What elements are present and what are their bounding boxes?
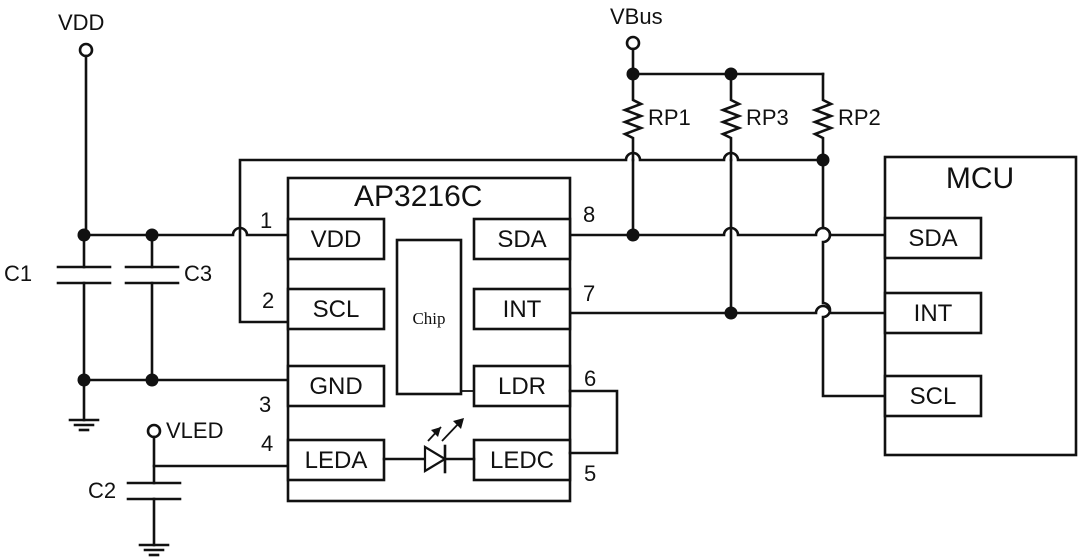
mcu-pin-int-label: INT bbox=[914, 300, 953, 327]
capacitor-c3-label: C3 bbox=[184, 261, 212, 286]
mcu-pin-scl-label: SCL bbox=[910, 383, 957, 410]
resistor-rp3-label: RP3 bbox=[746, 105, 789, 130]
mcu: MCU SDA INT SCL bbox=[883, 155, 1078, 457]
pin-ldr bbox=[472, 364, 572, 408]
ldr-ledc-loop bbox=[568, 389, 619, 455]
pin-int-label: INT bbox=[503, 296, 542, 323]
ap3216c-ic: AP3216C VDD SCL GND LEDA SDA INT LDR LED… bbox=[259, 176, 596, 503]
ic-title: AP3216C bbox=[354, 180, 482, 213]
resistor-rp2-label: RP2 bbox=[838, 105, 881, 130]
vdd-label: VDD bbox=[58, 10, 104, 35]
pin-number-6: 6 bbox=[584, 366, 596, 391]
pin-sda-label: SDA bbox=[497, 226, 546, 253]
decoupling-network: C1 C3 bbox=[4, 226, 290, 432]
pin-ledc bbox=[472, 438, 572, 482]
chip-core-label: Chip bbox=[412, 309, 445, 328]
mcu-pin-int bbox=[883, 291, 983, 335]
resistor-rp1-label: RP1 bbox=[648, 105, 691, 130]
vbus-terminal bbox=[625, 35, 641, 51]
pin-vdd bbox=[286, 217, 386, 261]
capacitor-c1-label: C1 bbox=[4, 261, 32, 286]
pin-number-1: 1 bbox=[260, 208, 272, 233]
pin-number-2: 2 bbox=[262, 288, 274, 313]
pin-ledc-label: LEDC bbox=[490, 447, 554, 474]
mcu-pin-scl bbox=[883, 374, 983, 418]
mcu-pin-sda bbox=[883, 216, 983, 260]
emission-arrows-icon bbox=[427, 418, 464, 442]
sda-net bbox=[568, 158, 887, 242]
resistor-rp3 bbox=[719, 72, 743, 162]
pin-number-7: 7 bbox=[583, 281, 595, 306]
ir-led bbox=[382, 418, 476, 474]
chip-core bbox=[395, 238, 463, 396]
vled-label: VLED bbox=[166, 418, 223, 443]
int-net bbox=[568, 158, 887, 320]
mcu-pin-sda-label: SDA bbox=[908, 225, 957, 252]
pin-sda bbox=[472, 217, 572, 261]
pin-scl-label: SCL bbox=[313, 296, 360, 323]
vbus-supply: VBus bbox=[610, 4, 825, 81]
pin-number-3: 3 bbox=[259, 392, 271, 417]
pullup-resistors: RP1 RP3 RP2 bbox=[621, 72, 881, 162]
pin-number-4: 4 bbox=[261, 431, 273, 456]
vbus-label: VBus bbox=[610, 4, 663, 29]
pin-leda-label: LEDA bbox=[305, 447, 368, 474]
led-diode-triangle bbox=[423, 445, 448, 473]
capacitor-c2-label: C2 bbox=[88, 478, 116, 503]
pin-gnd-label: GND bbox=[309, 373, 362, 400]
vdd-terminal bbox=[78, 42, 94, 58]
vdd-supply: VDD bbox=[58, 10, 104, 237]
pin-ldr-label: LDR bbox=[498, 373, 546, 400]
pin-number-5: 5 bbox=[584, 461, 596, 486]
resistor-rp1 bbox=[621, 72, 645, 162]
ground-symbol-main bbox=[68, 418, 100, 432]
pin-int bbox=[472, 287, 572, 331]
pin-scl bbox=[286, 287, 386, 331]
vled-terminal bbox=[146, 423, 162, 439]
vled-supply: VLED C2 bbox=[88, 418, 290, 557]
resistor-rp2 bbox=[811, 72, 835, 162]
ground-symbol-c2 bbox=[138, 543, 170, 557]
pin-number-8: 8 bbox=[583, 202, 595, 227]
pin-gnd bbox=[286, 364, 386, 408]
mcu-title: MCU bbox=[946, 162, 1014, 195]
pin-vdd-label: VDD bbox=[311, 226, 362, 253]
